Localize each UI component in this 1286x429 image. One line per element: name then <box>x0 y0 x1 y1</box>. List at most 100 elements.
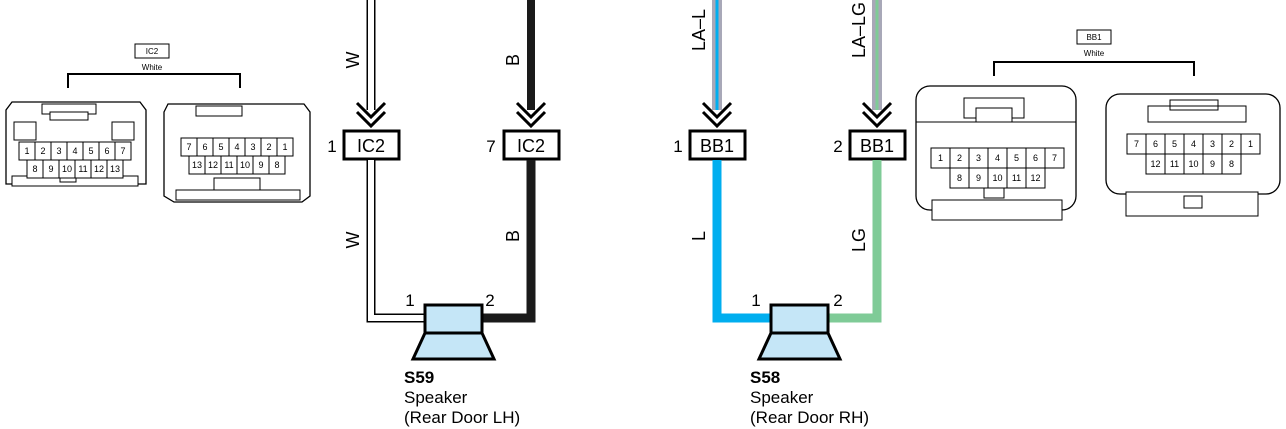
pin-number: 8 <box>274 160 279 170</box>
pin-number: 6 <box>1033 153 1038 163</box>
pin-number: 2 <box>957 153 962 163</box>
pin-number: 1 <box>282 142 287 152</box>
pin-number: 6 <box>104 146 109 156</box>
component-location-s58: (Rear Door RH) <box>750 408 869 427</box>
circuit-lh: W B IC2 1 IC2 7 W B 1 2 <box>327 0 561 427</box>
pin-number: 7 <box>186 142 191 152</box>
chevron-ic2-1-icon <box>355 101 387 129</box>
pin-cell <box>106 159 124 179</box>
ic2-tag-box <box>134 43 170 59</box>
pin-number: 8 <box>32 164 37 174</box>
pin-number: 4 <box>234 142 239 152</box>
pin-number: 12 <box>1150 159 1160 169</box>
pin-cell <box>1044 147 1065 169</box>
pin-number: 6 <box>202 142 207 152</box>
chevron-bb1-2-icon <box>861 101 893 129</box>
pin-cell <box>1221 153 1242 175</box>
pin-number: 9 <box>48 164 53 174</box>
pin-number: 9 <box>258 160 263 170</box>
pin-number: 8 <box>957 173 962 183</box>
component-id-s59: S59 <box>404 368 434 387</box>
speaker-lh-icon <box>410 303 497 361</box>
component-id-s58: S58 <box>750 368 780 387</box>
speaker-lh-pin1: 1 <box>405 291 414 310</box>
pin-number: 9 <box>1210 159 1215 169</box>
component-name-s59: Speaker <box>404 388 468 407</box>
connector-bb1-pin1-number: 1 <box>673 137 682 156</box>
connector-bb1-pin1 <box>688 129 747 161</box>
connector-ic2-pin7 <box>502 129 561 161</box>
wire-b-bottom <box>480 160 536 323</box>
pin-number: 1 <box>1248 139 1253 149</box>
ic2-color-label: White <box>142 63 163 72</box>
pin-number: 7 <box>1134 139 1139 149</box>
pin-number: 10 <box>240 160 250 170</box>
pin-number: 11 <box>224 160 233 170</box>
pin-number: 13 <box>110 164 120 174</box>
component-name-s58: Speaker <box>750 388 814 407</box>
ic2-tag-label: IC2 <box>146 47 159 56</box>
bb1-color-label: White <box>1084 49 1105 58</box>
chevron-ic2-7-icon <box>515 101 547 129</box>
connector-ic2-pin7-number: 7 <box>486 137 495 156</box>
speaker-rh-pin2: 2 <box>833 291 842 310</box>
pin-number: 11 <box>1170 159 1179 169</box>
wire-label-b-top: B <box>503 54 523 66</box>
pin-number: 1 <box>24 146 29 156</box>
ic2-bracket <box>67 73 241 88</box>
pin-number: 3 <box>1210 139 1215 149</box>
pin-cell <box>268 155 286 175</box>
pin-number: 2 <box>40 146 45 156</box>
pin-number: 5 <box>1014 153 1019 163</box>
pin-number: 7 <box>1052 153 1057 163</box>
pin-number: 4 <box>72 146 77 156</box>
connector-bb1-pin2 <box>848 129 907 161</box>
pin-number: 5 <box>88 146 93 156</box>
ic2-male-pin-grid: 7 6 5 4 3 2 1 13 12 11 10 9 8 <box>180 137 294 175</box>
speaker-rh-pin1: 1 <box>751 291 760 310</box>
pin-number: 2 <box>266 142 271 152</box>
pin-cell <box>1240 133 1261 155</box>
wire-lg-bottom <box>826 160 882 323</box>
pin-number: 13 <box>192 160 202 170</box>
pin-number: 7 <box>120 146 125 156</box>
circuit-rh: LA–L LA–LG BB1 1 BB1 2 L LG 1 2 S58 Spea… <box>673 0 907 427</box>
wire-label-la-lg: LA–LG <box>849 2 869 58</box>
pin-number: 10 <box>1188 159 1198 169</box>
pin-cell <box>1025 167 1046 189</box>
wire-label-w-top: W <box>343 52 363 69</box>
connector-ic2-pin7-label: IC2 <box>517 136 545 156</box>
connector-ic2-pin1-label: IC2 <box>357 136 385 156</box>
pin-number: 12 <box>94 164 104 174</box>
pin-number: 5 <box>218 142 223 152</box>
pin-number: 3 <box>56 146 61 156</box>
pin-number: 2 <box>1229 139 1234 149</box>
wire-label-w-bottom: W <box>343 232 363 249</box>
connector-ic2-pin1 <box>342 129 401 161</box>
wire-l-bottom <box>712 160 772 323</box>
pin-number: 12 <box>208 160 218 170</box>
pin-number: 12 <box>1030 173 1040 183</box>
pin-number: 6 <box>1153 139 1158 149</box>
pin-number: 8 <box>1229 159 1234 169</box>
wire-label-lg-bottom: LG <box>849 228 869 252</box>
bb1-bracket <box>993 61 1195 76</box>
pin-number: 1 <box>938 153 943 163</box>
bb1-tag-box <box>1076 29 1112 45</box>
connector-ic2-pin1-number: 1 <box>327 137 336 156</box>
pin-number: 3 <box>250 142 255 152</box>
pin-number: 10 <box>992 173 1002 183</box>
wire-w-bottom <box>366 160 428 323</box>
speaker-rh-icon <box>756 303 843 361</box>
pin-number: 11 <box>1012 173 1021 183</box>
chevron-bb1-1-icon <box>701 101 733 129</box>
connector-bb1-pin2-number: 2 <box>833 137 842 156</box>
connector-bb1-pin2-label: BB1 <box>860 136 894 156</box>
pin-number: 4 <box>995 153 1000 163</box>
